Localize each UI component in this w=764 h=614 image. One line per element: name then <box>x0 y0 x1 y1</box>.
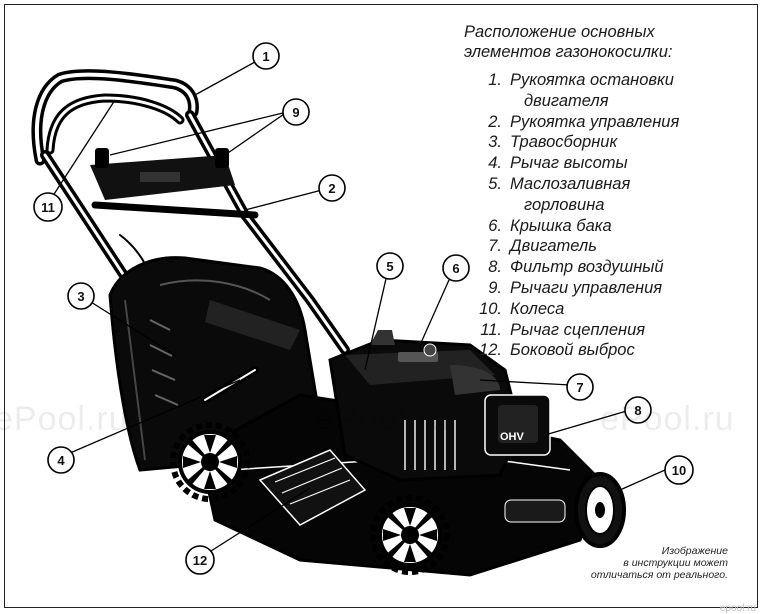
side-discharge-chute <box>258 449 367 526</box>
legend-item: 12. Боковой выброс <box>464 340 754 361</box>
legend-item: 5. Маслозаливная горловина <box>464 174 754 216</box>
svg-text:9: 9 <box>292 105 299 120</box>
note-line-1: Изображение <box>661 545 728 557</box>
stop-bar-highlight <box>48 96 182 152</box>
legend-item-text: Колеса <box>510 299 565 318</box>
callout-7: 7 <box>566 373 594 401</box>
callout-2: 2 <box>318 174 346 202</box>
legend-item-number: 4. <box>488 154 502 173</box>
disclaimer-note: Изображение в инструкции может отличатьс… <box>558 545 728 581</box>
legend-item-number: 11. <box>480 320 502 339</box>
svg-text:3: 3 <box>77 289 84 304</box>
watermark-right: ePool.ru <box>600 400 735 438</box>
legend-item-number: 2. <box>488 112 502 131</box>
wheel-rear-left <box>178 430 242 494</box>
legend-item-text: Фильтр воздушный <box>510 258 664 277</box>
legend-item-text: Рукоятка остановки <box>510 71 674 89</box>
legend-item: 9. Рычаги управления <box>464 278 754 299</box>
watermark-center: ePool.ru <box>315 400 450 438</box>
cross-bar <box>91 201 259 219</box>
legend-item-number: 9. <box>488 278 502 297</box>
svg-text:1: 1 <box>262 49 269 64</box>
legend-title: Расположение основных элементов газоноко… <box>464 23 673 61</box>
legend-item: 7. Двигатель <box>464 236 754 257</box>
callout-8: 8 <box>624 396 652 424</box>
wheel-rear-left-tread <box>170 422 250 502</box>
callout-9: 9 <box>282 98 310 126</box>
legend-item: 8. Фильтр воздушный <box>464 257 754 278</box>
legend-item-text-continued: двигателя <box>524 91 609 110</box>
callout-4: 4 <box>47 446 75 474</box>
svg-text:5: 5 <box>386 259 393 274</box>
legend-item-number: 8. <box>488 258 502 277</box>
legend-item-text: Рукоятка управления <box>510 112 680 131</box>
legend-item-text: Двигатель <box>510 237 597 256</box>
legend-item-number: 7. <box>488 237 502 256</box>
legend-item-text: Травосборник <box>510 133 618 152</box>
callout-3: 3 <box>67 282 95 310</box>
corner-mark: epool.ru <box>719 603 756 614</box>
legend-item-text-continued: горловина <box>524 195 605 214</box>
note-line-2: в инструкции может <box>623 557 728 569</box>
watermark-left: ePool.ru <box>0 400 129 438</box>
svg-text:12: 12 <box>193 553 207 568</box>
callout-6: 6 <box>442 254 470 282</box>
legend-item: 6. Крышка бака <box>464 216 754 237</box>
legend-item: 2. Рукоятка управления <box>464 112 754 133</box>
svg-text:11: 11 <box>41 200 55 215</box>
legend-list: 1. Рукоятка остановки двигателя 2. Рукоятка … <box>464 70 754 361</box>
diagram-frame <box>4 4 758 608</box>
air-filter: OHV <box>484 394 551 456</box>
leader-lines <box>46 61 666 559</box>
legend-item-number: 3. <box>488 133 502 152</box>
legend-item: 10. Колеса <box>464 299 754 320</box>
legend-item-number: 5. <box>488 174 502 193</box>
callout-11: 11 <box>33 192 63 222</box>
callout-1: 1 <box>252 42 280 70</box>
legend-item-text: Рычаг сцепления <box>510 320 646 339</box>
svg-text:8: 8 <box>634 403 641 418</box>
wheel-front-left-tread <box>370 495 450 575</box>
svg-text:4: 4 <box>57 453 65 468</box>
legend-item-number: 6. <box>488 216 502 235</box>
legend-item: 1. Рукоятка остановки двигателя <box>464 70 754 112</box>
callout-5: 5 <box>376 252 404 280</box>
engine-brand-label: OHV <box>500 431 525 443</box>
control-console <box>90 148 235 200</box>
legend-item-number: 10. <box>479 299 502 318</box>
legend-item-number: 1. <box>488 71 502 89</box>
callout-12: 12 <box>185 545 215 575</box>
svg-text:2: 2 <box>328 181 335 196</box>
legend-item: 3. Травосборник <box>464 132 754 153</box>
handle-bar-inner <box>35 72 196 162</box>
legend: Расположение основных элементов газоноко… <box>464 22 754 361</box>
legend-item-text: Крышка бака <box>510 216 612 235</box>
wheel-front-left <box>378 503 442 567</box>
legend-item-number: 12. <box>479 341 502 360</box>
legend-item: 11. Рычаг сцепления <box>464 320 754 341</box>
note-line-3: отличаться от реального. <box>590 569 728 581</box>
legend-item-text: Рычаги управления <box>510 278 663 297</box>
svg-text:10: 10 <box>672 463 686 478</box>
legend-item: 4. Рычаг высоты <box>464 153 754 174</box>
callout-10: 10 <box>664 455 694 485</box>
legend-item-text: Боковой выброс <box>510 341 635 360</box>
svg-text:7: 7 <box>576 380 583 395</box>
svg-text:6: 6 <box>452 261 459 276</box>
legend-item-text: Маслозаливная <box>510 174 631 193</box>
legend-item-text: Рычаг высоты <box>510 154 628 173</box>
wheel-front-right <box>574 472 626 548</box>
